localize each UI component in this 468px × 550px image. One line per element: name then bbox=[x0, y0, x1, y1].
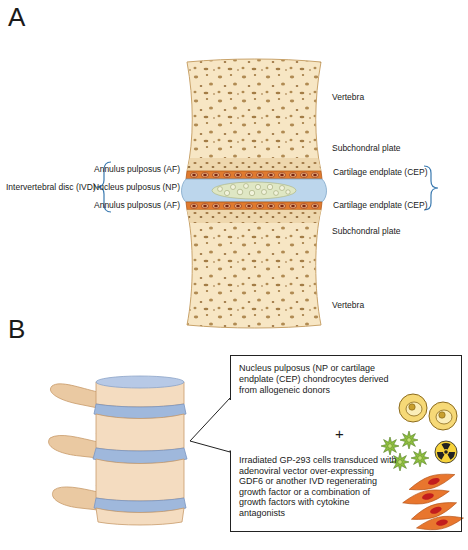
part-label: Subchondral plate bbox=[332, 143, 401, 153]
part-label: Annulus pulposus (AF) bbox=[94, 200, 180, 210]
np-cell bbox=[218, 187, 223, 192]
endplate-cell bbox=[212, 173, 219, 178]
endplate-cell bbox=[234, 204, 241, 209]
star-cell bbox=[381, 437, 399, 455]
star-cell bbox=[411, 449, 429, 467]
cartilage-endplate bbox=[186, 202, 322, 210]
spinous-process bbox=[52, 487, 98, 510]
endplate-cell bbox=[300, 173, 307, 178]
description-text: Irradiated GP-293 cells transduced with … bbox=[239, 455, 397, 518]
subchondral-plate bbox=[187, 210, 321, 223]
endplate-cell bbox=[245, 173, 252, 178]
endplate-cells bbox=[190, 173, 318, 178]
endplate-cell bbox=[223, 204, 230, 209]
np-cell bbox=[280, 186, 285, 191]
radiation-disc bbox=[435, 441, 457, 463]
endplate-cell bbox=[278, 173, 285, 178]
panel-letter: A bbox=[8, 2, 25, 32]
part-label: Subchondral plate bbox=[332, 226, 401, 236]
np-cell bbox=[267, 184, 272, 189]
vertebra-body bbox=[187, 59, 321, 171]
vertebral-body bbox=[96, 459, 184, 501]
np-cell bbox=[244, 184, 249, 189]
cartilage-endplate bbox=[186, 171, 322, 179]
radiation-center bbox=[444, 450, 448, 454]
plus-sign: + bbox=[335, 426, 355, 442]
spine-illustration bbox=[49, 376, 187, 525]
endplate-surface bbox=[96, 376, 184, 388]
spindle-cell bbox=[415, 512, 464, 534]
endplate-cell bbox=[212, 204, 219, 209]
callout-box: Nucleus pulposus (NP or cartilage endpla… bbox=[230, 355, 462, 532]
endplate-cell bbox=[267, 173, 274, 178]
part-label: Nucleus pulposus (NP) bbox=[93, 182, 180, 192]
part-label: Vertebra bbox=[332, 92, 364, 102]
subchondral-plate bbox=[187, 158, 321, 171]
vertebral-body bbox=[96, 508, 184, 525]
endplate-cell bbox=[245, 204, 252, 209]
endplate-cell bbox=[289, 173, 296, 178]
star-cell bbox=[400, 431, 418, 449]
np-cell bbox=[224, 190, 229, 195]
radiation-symbol bbox=[435, 441, 457, 463]
endplate-cell bbox=[278, 204, 285, 209]
np-cell bbox=[262, 190, 267, 195]
radiation-blade bbox=[442, 443, 451, 449]
part-label: Vertebra bbox=[332, 300, 364, 310]
part-label: Cartilage endplate (CEP) bbox=[333, 167, 428, 177]
spinous-process bbox=[49, 435, 98, 458]
endplate-cells bbox=[190, 204, 318, 209]
endplate-cell bbox=[311, 204, 318, 209]
panel-letter: B bbox=[8, 314, 25, 344]
intervertebral-disc bbox=[182, 179, 327, 202]
nucleus-cells bbox=[218, 184, 291, 196]
endplate-cell bbox=[300, 204, 307, 209]
chondrocyte bbox=[429, 402, 457, 430]
endplate-cell bbox=[201, 204, 208, 209]
endplate-cell bbox=[234, 173, 241, 178]
endplate-cell bbox=[311, 173, 318, 178]
endplate-cell bbox=[190, 173, 197, 178]
vertebral-body bbox=[96, 414, 184, 451]
np-cell bbox=[255, 184, 260, 189]
np-cell bbox=[274, 191, 279, 196]
endplate-cell bbox=[201, 173, 208, 178]
np-cell bbox=[286, 190, 290, 194]
endplate-cell bbox=[267, 204, 274, 209]
callout-pointer bbox=[190, 398, 230, 452]
np-cell bbox=[249, 190, 254, 195]
np-cell bbox=[231, 185, 236, 190]
part-label: Cartilage endplate (CEP) bbox=[333, 200, 428, 210]
part-label: Intervertebral disc (IVD) bbox=[6, 182, 96, 192]
endplate-cell bbox=[256, 173, 263, 178]
endplate-cell bbox=[289, 204, 296, 209]
nucleus-pulposus bbox=[212, 182, 296, 199]
vertebra-body bbox=[187, 210, 321, 328]
chondrocyte bbox=[399, 394, 427, 422]
description-text: Nucleus pulposus (NP or cartilage endpla… bbox=[239, 363, 399, 396]
spinous-process bbox=[50, 384, 98, 408]
endplate-cell bbox=[223, 173, 230, 178]
endplate-cell bbox=[190, 204, 197, 209]
np-cell bbox=[237, 189, 243, 195]
callout-gap bbox=[229, 400, 232, 451]
part-label: Annulus pulposus (AF) bbox=[94, 164, 180, 174]
endplate-cell bbox=[256, 204, 263, 209]
